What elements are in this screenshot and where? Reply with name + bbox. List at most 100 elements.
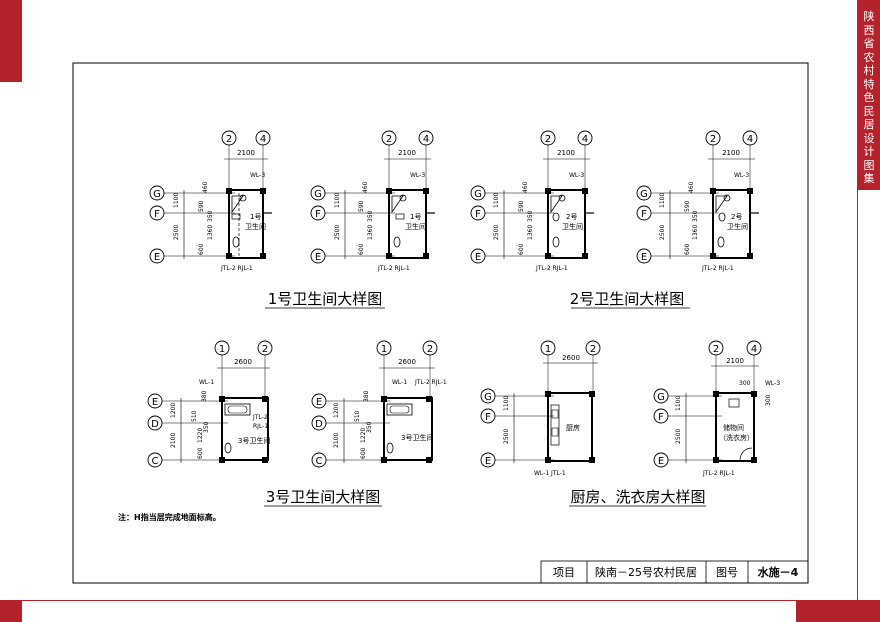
dim-350: 350 [203,421,210,433]
bath3-plan-a: 1 2 2600 WL-1 E D C 1200 2100 380 510 12… [147,340,273,468]
caption-bath3: 3号卫生间大样图 [266,488,381,506]
room-name: 卫生间 [562,222,583,231]
axis-4: 4 [423,134,429,145]
room-subname: （洗衣房） [719,433,754,442]
axis-C: C [316,456,323,467]
dim-350: 350 [366,421,373,433]
caption-bath1: 1号卫生间大样图 [268,290,383,308]
pipe-labels: JTL-2 RJL-1 [414,379,447,386]
bath2-plan-a: 2 4 2100 WL-3 G F E 1100 2500 460 590 13… [470,130,594,272]
dim-510: 510 [354,410,361,422]
dim-2100: 2100 [722,149,740,157]
axis-E: E [641,252,647,263]
caption-bath2: 2号卫生间大样图 [570,290,685,308]
left-accent-bar [0,0,22,82]
axis-E: E [475,252,481,263]
bottom-rule [22,600,858,601]
axis-E: E [658,456,664,467]
axis-E: E [485,456,491,467]
pipe-wl3: WL-3 [410,172,425,179]
dim-1200: 1200 [333,403,340,418]
dim-350: 350 [367,210,374,222]
side-title-bar: 陕西省农村特色民居设计图集 [858,0,880,190]
room-name: 卫生间 [727,222,748,231]
dim-350: 350 [692,210,699,222]
axis-F: F [315,209,321,220]
dim-2100: 2100 [726,357,744,365]
axis-G: G [657,392,665,403]
axis-4: 4 [582,134,588,145]
dim-1100: 1100 [173,193,180,208]
axis-1: 1 [381,344,387,355]
pipe-jtl2: JTL-2 [252,414,268,421]
axis-G: G [314,189,322,200]
room-name: 储物间 [723,423,744,432]
dim-600: 600 [197,447,204,459]
dim-600: 600 [518,243,525,255]
axis-2: 2 [710,134,716,145]
axis-D: D [315,419,323,430]
axis-F: F [641,209,647,220]
axis-2: 2 [713,344,719,355]
bath3-plan-b: 1 2 2600 WL-1 JTL-2 RJL-1 E D C 1200 210… [311,340,447,468]
axis-1: 1 [219,344,225,355]
drawing-number: 水施－4 [758,565,799,579]
axis-2: 2 [590,344,596,355]
axis-G: G [474,189,482,200]
room-name: 3号卫生间 [401,433,433,442]
dim-460: 460 [362,181,369,193]
axis-G: G [153,189,161,200]
pipe-labels: JTL-2 RJL-1 [220,265,253,272]
dim-2100: 2100 [237,149,255,157]
axis-G: G [640,189,648,200]
axis-4: 4 [747,134,753,145]
dim-300-h: 300 [739,380,751,387]
right-rule [857,0,858,622]
dim-1100: 1100 [493,193,500,208]
dim-1220: 1220 [197,428,204,443]
room-name: 厨房 [566,423,580,432]
bath1-plan-b: 2 4 2100 WL-3 G F E 1100 2500 460 590 13… [310,130,435,272]
axis-2: 2 [427,344,433,355]
dim-1200: 1200 [170,403,177,418]
axis-4: 4 [751,344,757,355]
dim-2100: 2100 [398,149,416,157]
pipe-labels: WL-1 JTL-1 [534,470,566,477]
dim-1100: 1100 [503,396,510,411]
dim-1100: 1100 [675,396,682,411]
dim-600: 600 [198,243,205,255]
dim-590: 590 [358,200,365,212]
pipe-wl3: WL-3 [765,380,780,387]
dim-380: 380 [201,390,208,402]
dim-350: 350 [527,210,534,222]
axis-E: E [154,252,160,263]
project-name: 陕南－25号农村民居 [595,565,697,579]
dim-2600: 2600 [562,354,580,362]
room-no: 2号 [731,213,742,221]
room-no: 2号 [566,213,577,221]
axis-2: 2 [262,344,268,355]
dim-600: 600 [360,447,367,459]
axis-F: F [475,209,481,220]
axis-2: 2 [545,134,551,145]
axis-2: 2 [386,134,392,145]
dim-1360: 1360 [367,225,374,240]
caption-kitchen: 厨房、洗衣房大样图 [570,488,705,506]
label-drawing-no: 图号 [716,566,738,579]
axis-1: 1 [545,344,551,355]
pipe-wl1: WL-1 [199,379,214,386]
pipe-wl3: WL-3 [569,172,584,179]
right-bottom-accent [796,600,880,622]
bath1-plan-a: 2 4 2100 WL-3 G F E 1100 2500 460 590 13… [149,130,272,272]
dim-300-v: 300 [765,394,772,406]
dim-1360: 1360 [692,225,699,240]
axis-F: F [658,412,664,423]
dim-460: 460 [202,181,209,193]
dim-2500: 2500 [659,225,666,240]
dim-590: 590 [684,200,691,212]
dim-1360: 1360 [207,225,214,240]
dim-2100v: 2100 [333,433,340,448]
laundry-plan: 2 4 2100 300 WL-3 300 G F E 1100 2500 储物… [653,340,780,477]
dim-460: 460 [688,181,695,193]
room-no: 1号 [250,213,261,221]
